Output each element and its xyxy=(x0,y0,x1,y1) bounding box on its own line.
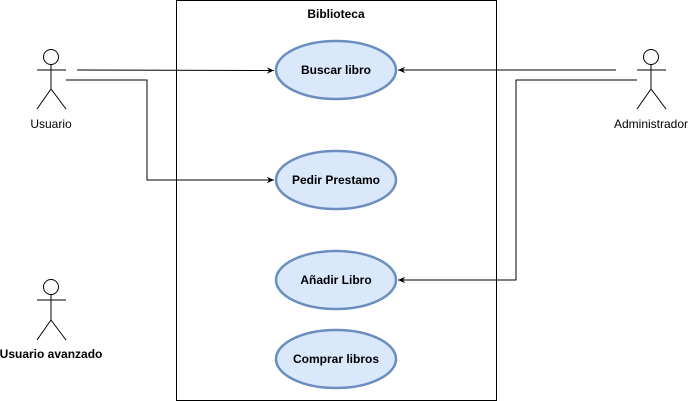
actor-administrador[interactable]: Administrador xyxy=(614,49,688,132)
stick-figure-icon xyxy=(36,49,67,110)
connector-administrador-anadir-libro[interactable] xyxy=(398,79,637,284)
usecase-label-anadir-libro: Añadir Libro xyxy=(300,273,371,287)
usecase-ellipse xyxy=(274,249,398,311)
system-title: Biblioteca xyxy=(307,7,365,21)
connector-usuario-buscar-libro[interactable] xyxy=(76,67,275,74)
actor-usuario-avanzado[interactable]: Usuario avanzado xyxy=(0,279,102,362)
actor-label-administrador: Administrador xyxy=(614,117,688,131)
usecase-label-pedir-prestamo: Pedir Prestamo xyxy=(292,173,380,187)
usecase-label-buscar-libro: Buscar libro xyxy=(301,63,371,77)
usecase-comprar-libros[interactable]: Comprar libros xyxy=(274,328,398,390)
usecase-ellipse xyxy=(274,149,398,211)
stick-figure-icon xyxy=(636,49,667,110)
usecase-label-comprar-libros: Comprar libros xyxy=(293,352,379,366)
actor-usuario[interactable]: Usuario xyxy=(30,49,72,132)
usecase-buscar-libro[interactable]: Buscar libro xyxy=(274,39,398,101)
connector-usuario-pedir-prestamo[interactable] xyxy=(66,79,274,184)
stick-figure-icon xyxy=(36,279,67,341)
actor-label-usuario-avanzado: Usuario avanzado xyxy=(0,347,102,361)
usecase-ellipse xyxy=(274,328,398,390)
actor-label-usuario: Usuario xyxy=(30,117,72,131)
usecase-ellipse xyxy=(274,39,398,101)
usecase-anadir-libro[interactable]: Añadir Libro xyxy=(274,249,398,311)
usecase-pedir-prestamo[interactable]: Pedir Prestamo xyxy=(274,149,398,211)
